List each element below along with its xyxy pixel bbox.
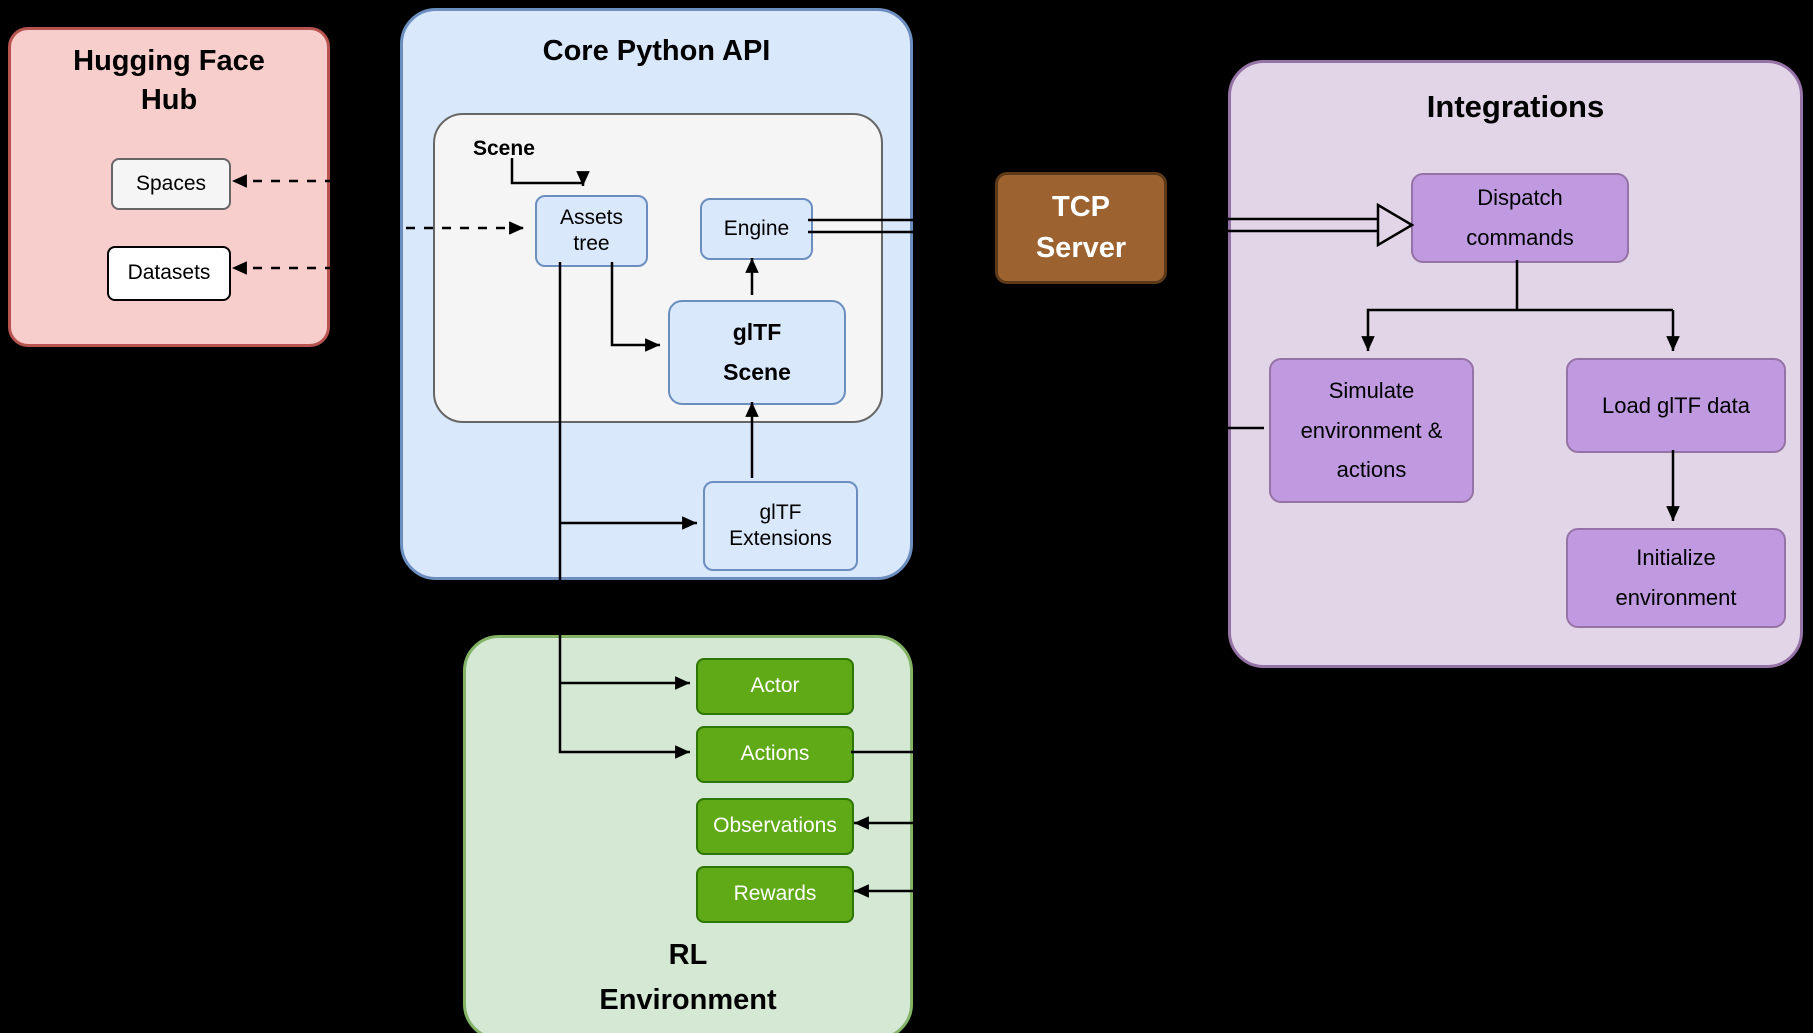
rewards-node: Rewards <box>696 866 854 923</box>
datasets-node: Datasets <box>107 246 231 301</box>
spaces-node: Spaces <box>111 158 231 210</box>
actor-node: Actor <box>696 658 854 715</box>
tcp-server-node: TCP Server <box>995 172 1167 284</box>
hugging-face-hub-title: Hugging Face Hub <box>73 45 265 117</box>
actions-node: Actions <box>696 726 854 783</box>
core-python-api-container: Core Python API Scene Assets tree Engine… <box>400 8 913 580</box>
core-python-api-title: Core Python API <box>542 35 771 67</box>
gltf-scene-node: glTF Scene <box>668 300 846 405</box>
gltf-extensions-node: glTF Extensions <box>703 481 858 571</box>
dispatch-commands-node: Dispatch commands <box>1411 173 1629 263</box>
initialize-environment-node: Initialize environment <box>1566 528 1786 628</box>
integrations-container: Integrations Dispatch commands Simulate … <box>1228 60 1803 668</box>
assets-tree-node: Assets tree <box>535 195 648 267</box>
observations-node: Observations <box>696 798 854 855</box>
scene-container: Scene Assets tree Engine glTF Scene <box>433 113 883 423</box>
load-gltf-data-node: Load glTF data <box>1566 358 1786 453</box>
engine-node: Engine <box>700 198 813 260</box>
rl-environment-container: Actor Actions Observations Rewards RL En… <box>463 635 913 1033</box>
integrations-title: Integrations <box>1426 89 1605 124</box>
scene-label: Scene <box>473 137 535 160</box>
rl-environment-title: RL Environment <box>599 939 777 1016</box>
simulate-environment-node: Simulate environment & actions <box>1269 358 1474 503</box>
hugging-face-hub-container: Hugging Face Hub Spaces Datasets <box>8 27 330 347</box>
